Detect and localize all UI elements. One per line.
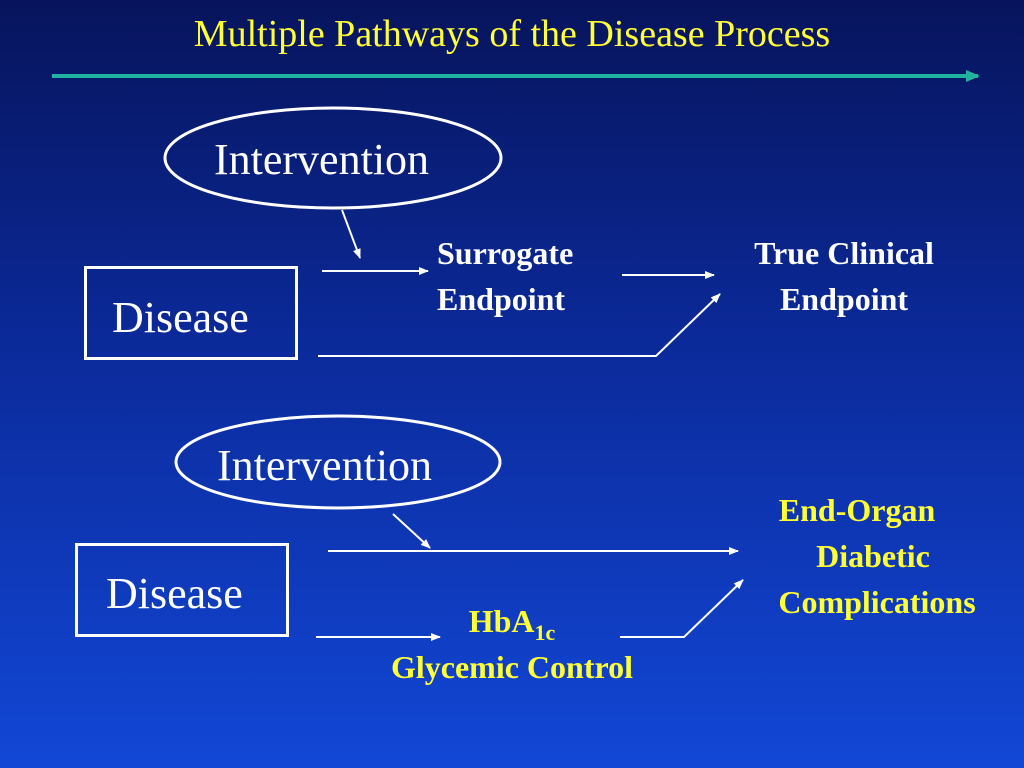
disease-label-top: Disease [112, 293, 249, 342]
true-clinical-endpoint-label: True Clinical Endpoint [720, 230, 968, 322]
disease-box-top [84, 266, 298, 360]
end-organ-complications-label: End-Organ Diabetic Complications [744, 487, 1010, 625]
intervention-arrow-bottom [392, 513, 431, 549]
hba1c-glycemic-label: HbA1c Glycemic Control [350, 598, 674, 690]
glycemic-control-line: Glycemic Control [390, 649, 633, 685]
intervention-arrow-top [341, 209, 361, 259]
true-clinical-line-1: True Clinical [754, 235, 934, 271]
slide-title: Multiple Pathways of the Disease Process [193, 13, 831, 55]
intervention-ellipse-top [163, 106, 503, 210]
disease-box-bottom [75, 543, 289, 637]
surrogate-line-2: Endpoint [437, 281, 566, 317]
end-organ-line-1: End-Organ [778, 492, 936, 528]
hba1c-line: HbA1c [350, 598, 674, 644]
true-clinical-line-2: Endpoint [779, 281, 909, 317]
surrogate-line-1: Surrogate [437, 235, 574, 271]
hba1c-to-complications-arrow [620, 579, 744, 638]
surrogate-endpoint-label: Surrogate Endpoint [437, 230, 573, 322]
disease-to-clinical-direct-arrow [318, 293, 721, 357]
end-organ-line-2: Diabetic [816, 538, 930, 574]
intervention-ellipse-bottom [174, 414, 502, 510]
disease-label-bottom: Disease [106, 569, 243, 618]
intervention-label-bottom: Intervention [217, 441, 433, 490]
hba1c-main: HbA [468, 603, 535, 639]
intervention-label-top: Intervention [214, 135, 430, 184]
end-organ-line-3: Complications [778, 584, 976, 620]
hba1c-subscript: 1c [534, 620, 556, 645]
